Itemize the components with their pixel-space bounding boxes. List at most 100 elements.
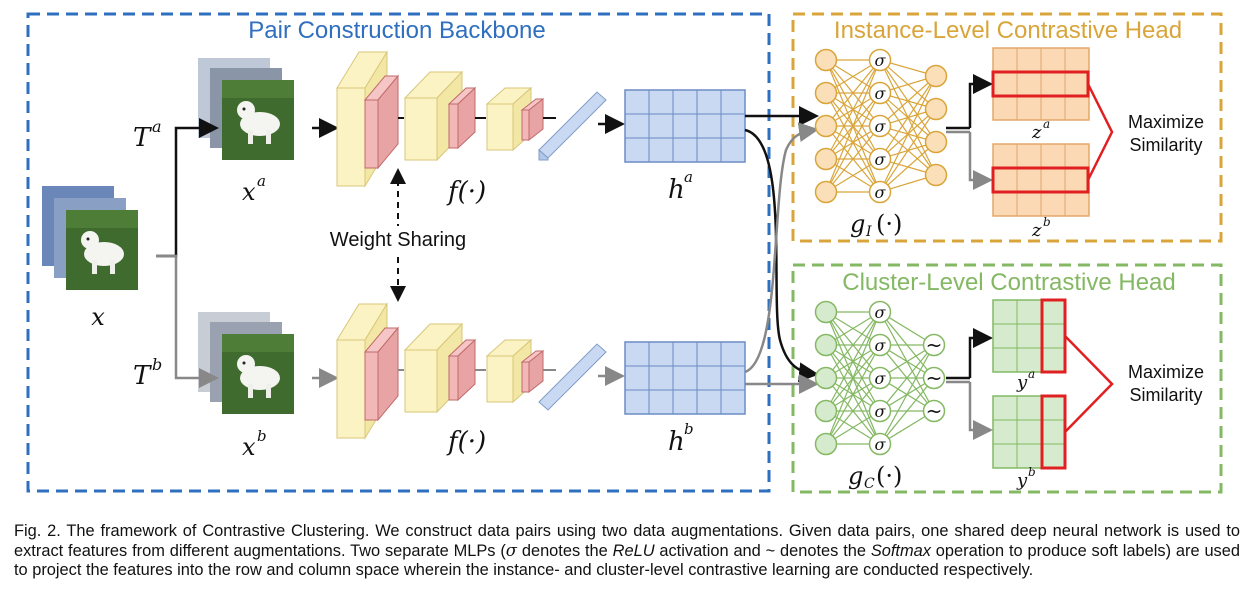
hidden-neuron [868, 333, 892, 357]
softmax-symbol: ~ [926, 333, 943, 357]
hidden-neuron [868, 81, 892, 105]
instance-head-title: Instance-Level Contrastive Head [834, 17, 1182, 44]
output-neuron [924, 97, 948, 121]
label-za: z [1031, 122, 1042, 143]
input-neuron [814, 180, 838, 204]
hidden-neuron [868, 300, 892, 324]
arrow-ha-to-cluster [744, 128, 819, 383]
cluster-head-box [791, 263, 1223, 494]
input-neuron [814, 81, 838, 105]
input-neuron [814, 300, 838, 324]
sigma-symbol: σ [875, 402, 887, 421]
label-Ta-sup: a [152, 117, 162, 136]
label-za-sup: a [1043, 117, 1050, 131]
feature-grid-hb [624, 341, 746, 415]
max-sim-cluster-2: Similarity [1129, 385, 1202, 405]
input-neuron [814, 366, 838, 390]
arrow-to-Tb [156, 254, 219, 388]
input-neuron [814, 432, 838, 456]
sigma-symbol: σ [875, 117, 887, 136]
hidden-neuron [868, 399, 892, 423]
output-neuron [924, 64, 948, 88]
label-ha-sup: a [684, 168, 693, 186]
augmented-image-stack-b [198, 312, 294, 414]
weight-sharing-label: Weight Sharing [330, 229, 466, 251]
sigma-symbol: σ [875, 84, 887, 103]
arrow-hb-to-instance [744, 122, 819, 374]
label-xa: x [242, 178, 256, 206]
output-neuron [922, 366, 946, 390]
label-gI-arg: (·) [876, 210, 902, 238]
input-neuron [814, 399, 838, 423]
sigma-symbol: σ [875, 303, 887, 322]
hidden-neuron [868, 48, 892, 72]
softmax-symbol: ~ [926, 366, 943, 390]
sigma-symbol: σ [875, 336, 887, 355]
input-neuron [814, 48, 838, 72]
label-ya-sup: a [1028, 367, 1035, 381]
caption-part3: activation and ~ denotes the [654, 542, 871, 560]
label-f-bottom: f(·) [446, 427, 486, 457]
grid-ya [992, 299, 1066, 373]
label-yb: y [1016, 470, 1028, 491]
caption-part2: denotes the [517, 542, 613, 560]
label-Tb: T [133, 361, 152, 391]
label-gC-sub: C [864, 476, 875, 492]
input-neuron [814, 147, 838, 171]
instance-head-box [791, 12, 1223, 243]
max-sim-cluster-1: Maximize [1128, 362, 1204, 382]
hidden-neuron [868, 432, 892, 456]
label-zb: z [1031, 220, 1042, 241]
cluster-output-arrows [946, 328, 993, 440]
cnn-bottom [312, 302, 625, 440]
label-Ta: T [133, 123, 152, 153]
label-yb-sup: b [1028, 465, 1036, 479]
label-hb-sup: b [684, 420, 694, 438]
input-neuron [814, 114, 838, 138]
label-ya: y [1016, 372, 1028, 393]
hidden-neuron [868, 180, 892, 204]
label-gC: g [848, 462, 863, 490]
cluster-head-title: Cluster-Level Contrastive Head [842, 269, 1175, 296]
backbone-box [26, 12, 771, 493]
figure-caption: Fig. 2. The framework of Contrastive Clu… [14, 522, 1240, 580]
hidden-neuron [868, 114, 892, 138]
instance-output-arrows [946, 74, 993, 190]
hidden-neuron [868, 147, 892, 171]
input-image-stack [42, 186, 138, 290]
label-f-top: f(·) [446, 177, 486, 207]
label-ha: h [668, 175, 685, 205]
sigma-symbol: σ [875, 369, 887, 388]
caption-sigma: σ [505, 541, 517, 560]
arrow-to-Ta [156, 118, 219, 258]
backbone-title: Pair Construction Backbone [248, 17, 546, 44]
grid-yb [992, 395, 1066, 469]
label-xa-sup: a [257, 172, 266, 190]
grid-za [992, 47, 1090, 121]
output-neuron [924, 163, 948, 187]
hidden-neuron [868, 366, 892, 390]
label-gI-sub: I [865, 224, 872, 240]
label-Tb-sup: b [152, 355, 162, 374]
output-neuron [922, 399, 946, 423]
caption-relu: ReLU [612, 542, 655, 560]
sigma-symbol: σ [875, 51, 887, 70]
output-neuron [924, 130, 948, 154]
feature-grid-ha [624, 89, 746, 163]
sigma-symbol: σ [875, 150, 887, 169]
caption-softmax: Softmax [870, 542, 931, 560]
label-hb: h [668, 427, 685, 457]
label-x: x [91, 303, 105, 331]
label-gI: g [850, 210, 865, 238]
softmax-symbol: ~ [926, 399, 943, 423]
augmented-image-stack-a [198, 58, 294, 160]
input-neuron [814, 333, 838, 357]
label-zb-sup: b [1043, 215, 1051, 229]
caption-part1: Fig. 2. The framework of Contrastive Clu… [14, 522, 1240, 560]
max-sim-instance-1: Maximize [1128, 112, 1204, 132]
output-neuron [922, 333, 946, 357]
label-xb: x [242, 433, 256, 461]
